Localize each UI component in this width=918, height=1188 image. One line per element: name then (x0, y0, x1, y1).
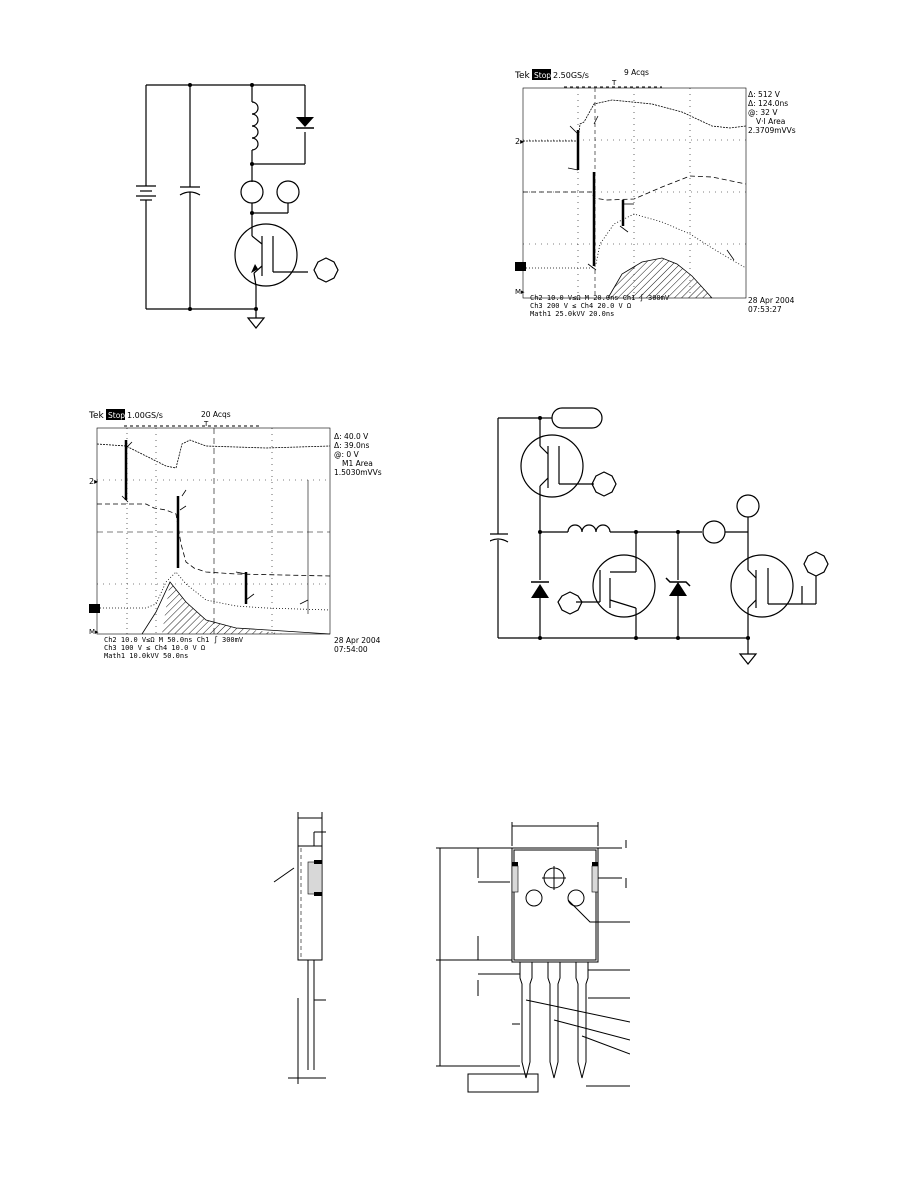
scope-2-readout-1: Δ: 39.0ns (334, 441, 369, 450)
scope-2-readout-4: 1.5030mVVs (334, 468, 382, 477)
scope-1-mode: Stop (534, 71, 551, 80)
scope-2-mode: Stop (108, 411, 125, 420)
scope-2-readout-3: M1 Area (342, 459, 373, 468)
scope-1-readout-0: Δ: 512 V (748, 90, 781, 99)
scope-1-readout-3: V·I Area (756, 117, 785, 126)
scope-1-bottom-0: Ch2 10.0 V≤Ω M 20.0ns Ch1 ∫ 300mV (530, 293, 670, 302)
scope-1-acqs: 9 Acqs (624, 68, 649, 77)
scope-2-brand: Tek (88, 411, 105, 421)
scope-2-bottom-1: Ch3 100 V ≤ Ch4 10.0 V Ω (104, 644, 205, 652)
scope-2-readout-2: @: 0 V (334, 450, 360, 459)
package-side-view (270, 808, 340, 1088)
circuit-1 (130, 70, 380, 350)
scope-2-time: 07:54:00 (334, 645, 368, 654)
scope-1-time: 07:53:27 (748, 305, 782, 314)
scope-2-date: 28 Apr 2004 (334, 636, 381, 645)
package-front-drawing (436, 822, 631, 1093)
package-front-view (430, 818, 631, 1098)
scope-1-date: 28 Apr 2004 (748, 296, 795, 305)
scope-2-acqs: 20 Acqs (201, 410, 231, 419)
circuit-2 (487, 402, 840, 672)
scope-2-display: Tek Stop 1.00GS/s 20 Acqs T (88, 409, 382, 660)
scope-1-display: Tek Stop 2.50GS/s 9 Acqs T (514, 68, 796, 318)
scope-1-readout-2: @: 32 V (748, 108, 778, 117)
scope-2: Tek Stop 1.00GS/s 20 Acqs T (86, 404, 406, 666)
scope-2-readout-0: Δ: 40.0 V (334, 432, 369, 441)
scope-1-readout-1: Δ: 124.0ns (748, 99, 788, 108)
circuit-2-schematic (487, 407, 829, 665)
circuit-1-schematic (136, 83, 339, 329)
scope-1: Tek Stop 2.50GS/s 9 Acqs T (512, 64, 832, 326)
scope-1-trig-marker: T (611, 79, 617, 87)
scope-2-ch-label-m: M▸ (89, 628, 99, 636)
scope-1-bottom-2: Math1 25.0kVV 20.0ns (530, 310, 614, 318)
scope-1-ch-label-m: M▸ (515, 288, 525, 296)
scope-1-rate: 2.50GS/s (553, 71, 589, 80)
scope-2-trig-marker: T (203, 420, 209, 428)
scope-1-brand: Tek (514, 71, 531, 81)
scope-1-ch-label-2: 2▸ (515, 137, 524, 146)
package-side-drawing (273, 812, 326, 1084)
scope-1-readout-4: 2.3709mVVs (748, 126, 796, 135)
scope-2-ch-label-2: 2▸ (89, 477, 98, 486)
scope-2-rate: 1.00GS/s (127, 411, 163, 420)
scope-1-bottom-1: Ch3 200 V ≤ Ch4 20.0 V Ω (530, 302, 631, 310)
scope-2-bottom-0: Ch2 10.0 V≤Ω M 50.0ns Ch1 ∫ 300mV (104, 635, 244, 644)
scope-2-bottom-2: Math1 10.0kVV 50.0ns (104, 652, 188, 660)
